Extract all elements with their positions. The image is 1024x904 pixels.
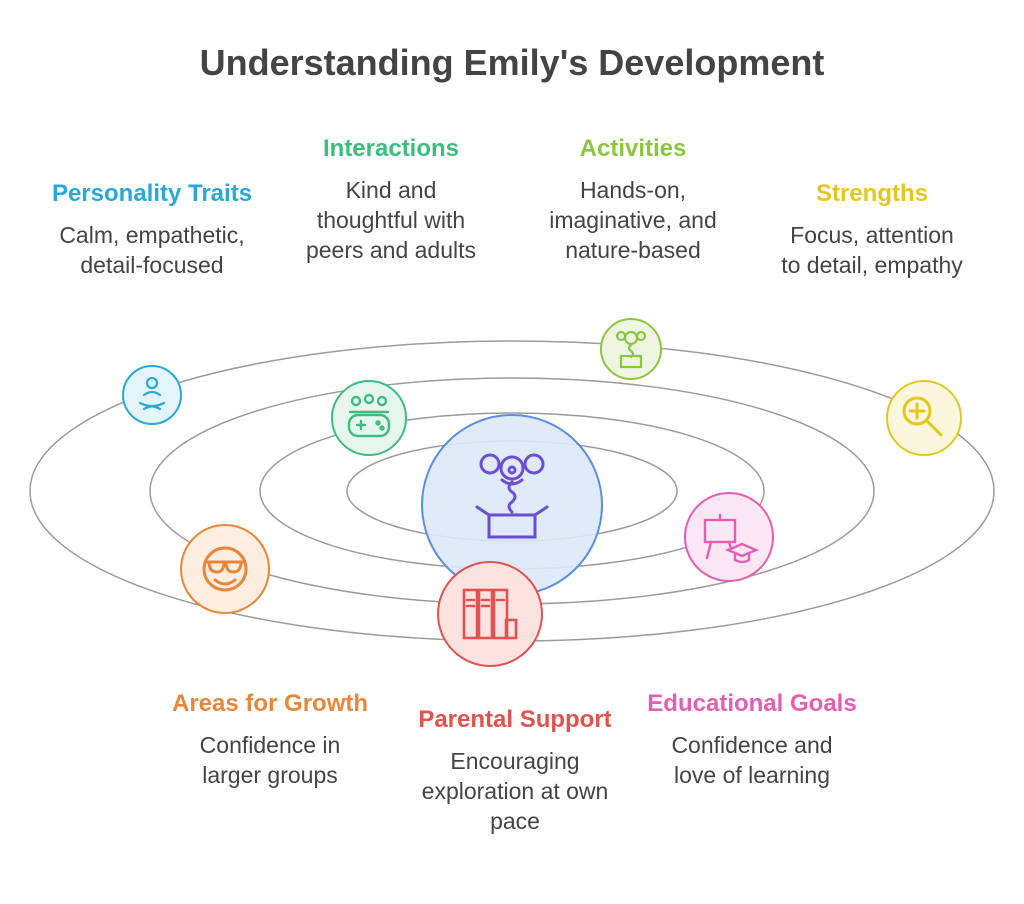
personality-label: Personality Traits Calm, empathetic, det… [32, 180, 272, 280]
educational-label: Educational Goals Confidence and love of… [632, 690, 872, 790]
clown-in-box-icon [475, 453, 549, 539]
sunglasses-face-icon [202, 546, 248, 592]
bookshelf-icon [462, 588, 518, 640]
growth-desc: Confidence in larger groups [199, 732, 341, 788]
activities-desc: Hands-on, imaginative, and nature-based [549, 177, 717, 263]
personality-title: Personality Traits [51, 180, 253, 207]
strengths-desc: Focus, attention to detail, empathy [781, 222, 963, 278]
interactions-label: Interactions Kind and thoughtful with pe… [276, 135, 506, 265]
personality-desc: Calm, empathetic, detail-focused [59, 222, 245, 278]
parental-node [437, 561, 543, 667]
growth-label: Areas for Growth Confidence in larger gr… [150, 690, 390, 790]
parental-title: Parental Support [418, 706, 612, 733]
strengths-node [886, 380, 962, 456]
magnifier-icon [902, 396, 943, 437]
educational-desc: Confidence and love of learning [671, 732, 833, 788]
interactions-node [331, 380, 407, 456]
meditation-icon [138, 376, 166, 411]
personality-node [122, 365, 182, 425]
interactions-title: Interactions [322, 135, 460, 162]
growth-node [180, 524, 270, 614]
strengths-title: Strengths [815, 180, 928, 207]
educational-title: Educational Goals [647, 690, 857, 717]
growth-title: Areas for Growth [171, 690, 369, 717]
strengths-label: Strengths Focus, attention to detail, em… [757, 180, 987, 280]
educational-node [684, 492, 774, 582]
activities-node [600, 318, 662, 380]
parental-label: Parental Support Encouraging exploration… [395, 706, 635, 836]
diagram-title: Understanding Emily's Development [199, 42, 825, 83]
interactions-desc: Kind and thoughtful with peers and adult… [305, 177, 477, 263]
activities-title: Activities [579, 135, 687, 162]
jack-in-the-box-icon [615, 330, 647, 369]
parental-desc: Encouraging exploration at own pace [421, 748, 609, 834]
graduation-presentation-icon [703, 513, 760, 564]
game-controller-group-icon [347, 393, 391, 438]
activities-label: Activities Hands-on, imaginative, and na… [518, 135, 748, 265]
